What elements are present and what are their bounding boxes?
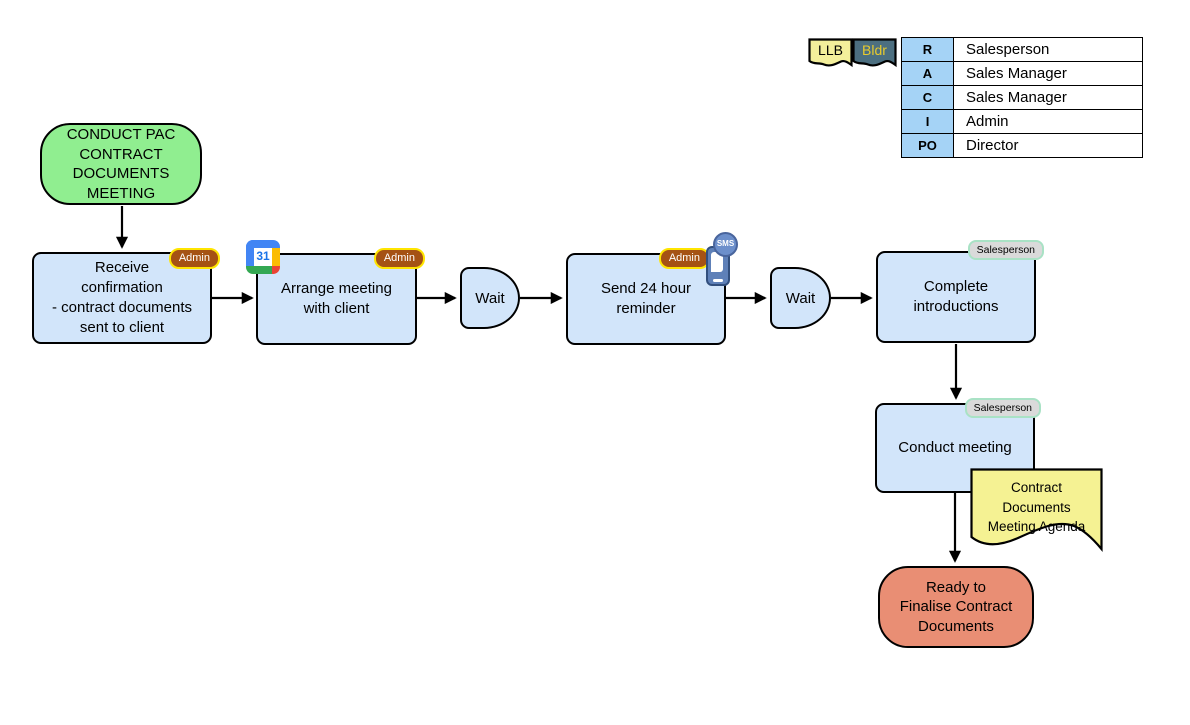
raci-row: R Salesperson <box>901 37 1143 62</box>
tab-llb-label: LLB <box>818 42 843 58</box>
legend-tab-bldr: Bldr <box>852 38 897 71</box>
phone-button <box>713 279 723 282</box>
tab-bldr-label: Bldr <box>862 42 887 58</box>
raci-key: I <box>901 109 954 134</box>
calendar-frame-bottom <box>246 266 272 274</box>
role-badge-admin: Admin <box>168 248 220 269</box>
raci-value: Admin <box>953 109 1143 134</box>
document-tab-shape <box>808 38 853 68</box>
raci-row: C Sales Manager <box>901 85 1143 110</box>
sms-bubble-label: SMS <box>713 232 738 257</box>
raci-value: Salesperson <box>953 37 1143 62</box>
role-badge-salesperson: Salesperson <box>964 398 1041 418</box>
document-tab-shape <box>852 38 897 68</box>
document-meeting-agenda: Contract Documents Meeting Agenda <box>970 468 1103 553</box>
raci-row: A Sales Manager <box>901 61 1143 86</box>
legend-tab-llb: LLB <box>808 38 853 71</box>
sms-phone-icon: SMS <box>706 232 738 290</box>
task-send-reminder: Send 24 hour reminder Admin SMS <box>566 232 738 345</box>
task-label: Arrange meeting with client <box>281 280 392 317</box>
task-label: Send 24 hour reminder <box>600 280 692 317</box>
raci-legend-table: R Salesperson A Sales Manager C Sales Ma… <box>901 37 1143 158</box>
calendar-date-31: 31 <box>254 248 272 266</box>
calendar-frame-corner <box>272 266 280 274</box>
task-label: Conduct meeting <box>898 439 1012 457</box>
google-calendar-icon: 31 <box>246 240 280 274</box>
raci-value: Sales Manager <box>953 61 1143 86</box>
raci-key: R <box>901 37 954 62</box>
raci-key: PO <box>901 133 954 158</box>
phone-screen <box>711 252 723 272</box>
raci-key: C <box>901 85 954 110</box>
document-label: Contract Documents Meeting Agenda <box>987 480 1086 535</box>
role-badge-admin: Admin <box>658 248 710 269</box>
raci-row: PO Director <box>901 133 1143 158</box>
task-arrange-meeting: Arrange meeting with client Admin 31 <box>246 240 425 345</box>
role-badge-admin: Admin <box>373 248 425 269</box>
raci-value: Sales Manager <box>953 85 1143 110</box>
calendar-frame-left <box>246 240 254 266</box>
task-label: Complete introductions <box>913 278 999 315</box>
start-node-conduct-pac-meeting: CONDUCT PAC CONTRACT DOCUMENTS MEETING <box>40 123 202 205</box>
task-complete-introductions: Complete introductions Salesperson <box>876 240 1044 343</box>
task-receive-confirmation: Receive confirmation - contract document… <box>32 248 220 344</box>
raci-key: A <box>901 61 954 86</box>
document-shape <box>970 468 1103 553</box>
wait-delay-2: Wait <box>770 267 831 329</box>
wait-delay-1: Wait <box>460 267 520 329</box>
calendar-frame-right <box>272 248 280 266</box>
raci-row: I Admin <box>901 109 1143 134</box>
task-label: Receive confirmation - contract document… <box>51 259 193 336</box>
raci-value: Director <box>953 133 1143 158</box>
role-badge-salesperson: Salesperson <box>967 240 1044 260</box>
end-node-ready-to-finalise: Ready to Finalise Contract Documents <box>878 566 1034 648</box>
calendar-frame-top <box>246 240 280 248</box>
